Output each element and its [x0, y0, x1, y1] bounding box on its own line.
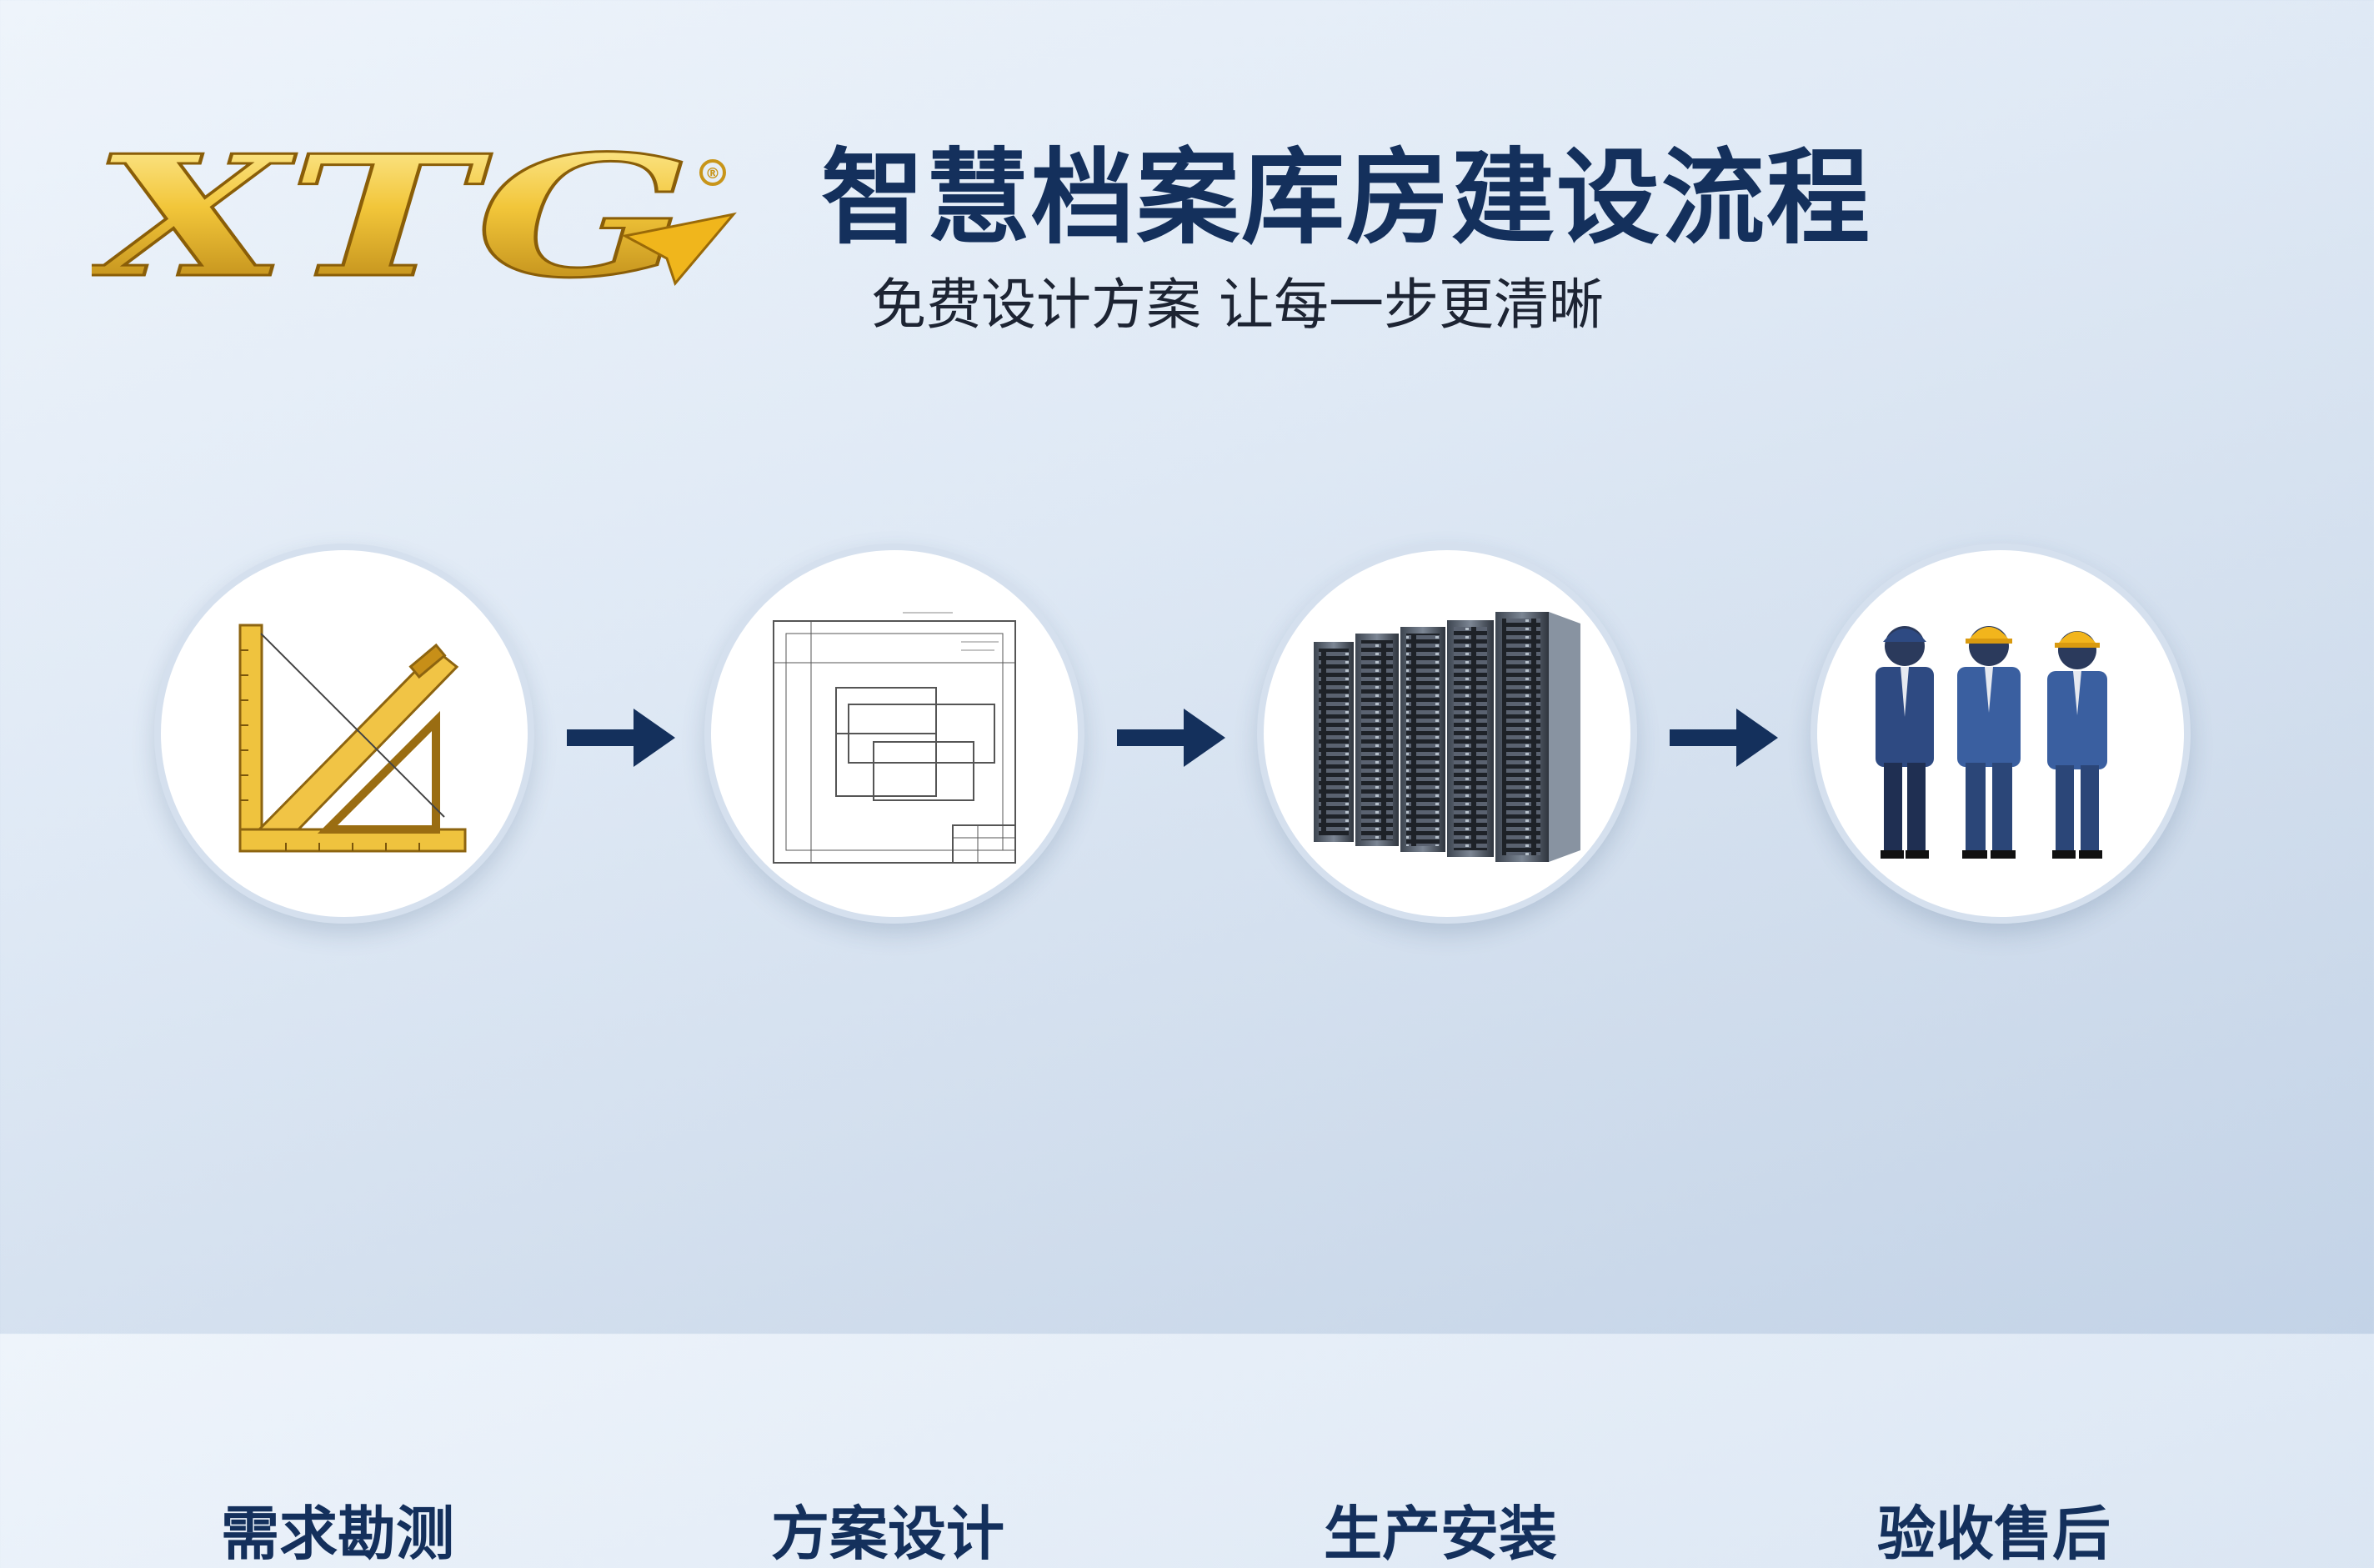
page-title: 智慧档案库房建设流程 [821, 138, 1872, 258]
step-circle [1257, 544, 1637, 924]
step-survey: 需求勘测 [154, 544, 538, 1566]
step-label-design: 方案设计 [771, 1500, 1004, 1568]
arrow-right-icon [1665, 704, 1782, 771]
svg-text:XTG: XTG [92, 138, 692, 296]
step-label-install: 生产安装 [1324, 1500, 1557, 1568]
blueprint-icon [773, 612, 1016, 864]
step-label-acceptance: 验收售后 [1877, 1500, 2111, 1568]
ruler-square-icon [238, 624, 467, 853]
step-design: 方案设计 [704, 544, 1088, 1566]
xtg-logo-icon: XTG ® [92, 138, 737, 296]
xtg-logo: XTG ® [92, 138, 742, 296]
page-subtitle: 免费设计方案 让每一步更清晰 [871, 273, 1604, 337]
server-rack-icon [1314, 612, 1580, 862]
workers-icon [1876, 626, 2107, 859]
step-install: 生产安装 [1257, 544, 1640, 1566]
step-acceptance: 验收售后 [1811, 544, 2194, 1566]
step-label-survey: 需求勘测 [221, 1500, 454, 1568]
arrow-right-icon [563, 704, 679, 771]
page: XTG ® 智慧档案库房建设流程 免费设计方案 让每一步更清晰 [92, 138, 2194, 1566]
step-circle [1811, 544, 2191, 924]
arrow-right-icon [1113, 704, 1230, 771]
registered-mark: ® [705, 165, 720, 183]
step-circle [704, 544, 1084, 924]
step-circle [154, 544, 534, 924]
